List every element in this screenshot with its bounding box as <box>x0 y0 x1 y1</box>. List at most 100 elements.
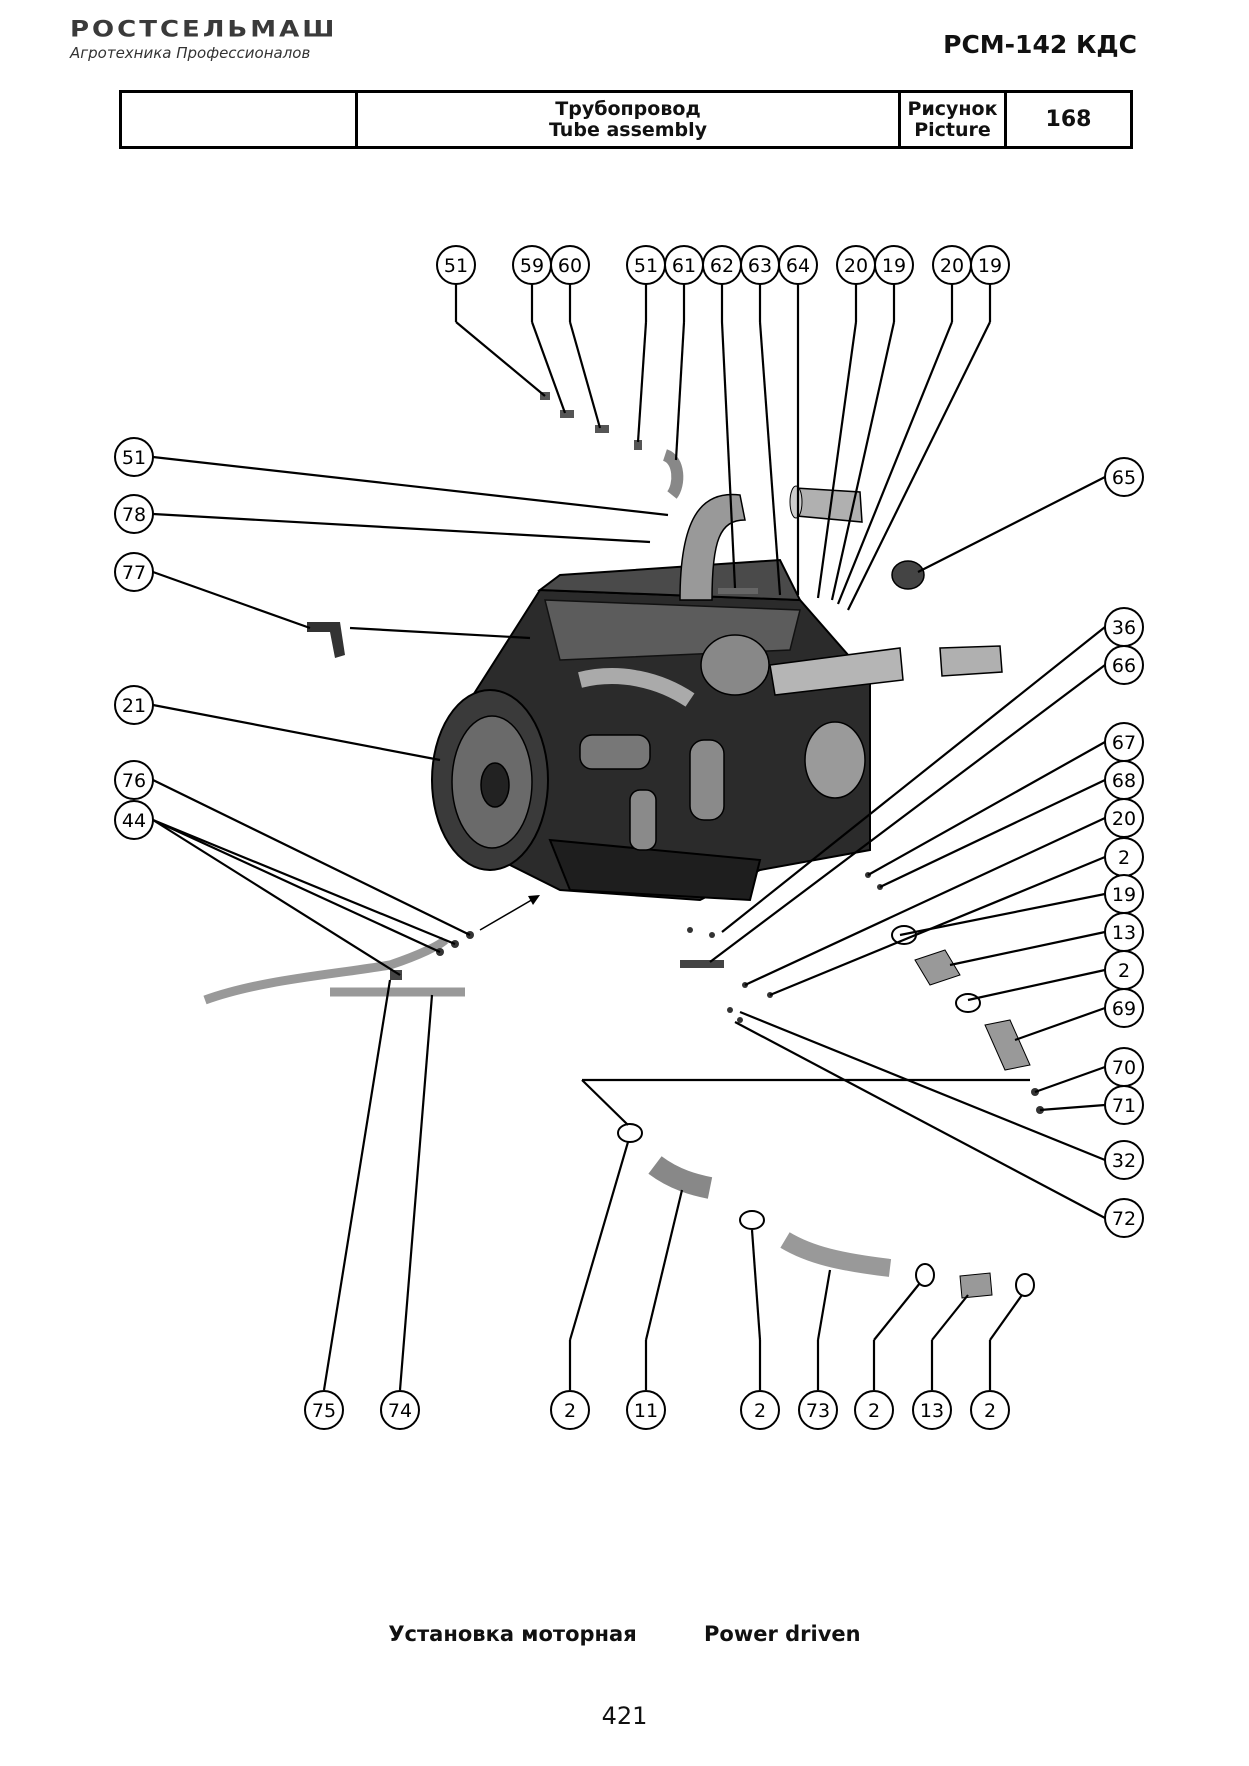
callout-right-10: 69 <box>1104 988 1144 1028</box>
callout-top-9: 19 <box>874 245 914 285</box>
picture-number: 168 <box>1045 107 1092 132</box>
callout-number: 19 <box>882 255 906 277</box>
callout-bubble <box>854 1390 894 1430</box>
callout-bubble <box>778 245 818 285</box>
callout-number: 68 <box>1112 770 1136 792</box>
engine-illustration <box>431 493 904 902</box>
callout-right-4: 68 <box>1104 760 1144 800</box>
callout-number: 2 <box>1118 847 1130 869</box>
callout-bottom-8: 2 <box>970 1390 1010 1430</box>
callout-number: 51 <box>444 255 468 277</box>
callout-number: 32 <box>1112 1150 1136 1172</box>
callout-number: 69 <box>1112 998 1136 1020</box>
section-en: Power driven <box>704 1622 861 1646</box>
title-block: Трубопровод Tube assembly Рисунок Pictur… <box>119 90 1133 149</box>
callout-number: 2 <box>754 1400 766 1422</box>
callout-number: 2 <box>984 1400 996 1422</box>
callout-right-2: 66 <box>1104 645 1144 685</box>
callout-top-2: 60 <box>550 245 590 285</box>
callout-bubble <box>1104 1140 1144 1180</box>
callout-number: 78 <box>122 504 146 526</box>
callout-bubble <box>1104 1198 1144 1238</box>
picture-label-cell: Рисунок Picture <box>901 93 1007 146</box>
callout-bubble <box>380 1390 420 1430</box>
callout-bottom-3: 11 <box>626 1390 666 1430</box>
direction-arrow <box>479 895 540 931</box>
title-en: Tube assembly <box>548 118 708 141</box>
callout-right-14: 72 <box>1104 1198 1144 1238</box>
callout-left-2: 77 <box>114 552 154 592</box>
callout-left-4: 76 <box>114 760 154 800</box>
callout-bottom-7: 13 <box>912 1390 952 1430</box>
callout-number: 13 <box>1112 922 1136 944</box>
callout-bubble <box>436 245 476 285</box>
callout-number: 44 <box>122 810 146 832</box>
callout-bubble <box>912 1390 952 1430</box>
callout-number: 51 <box>122 447 146 469</box>
callout-top-3: 51 <box>626 245 666 285</box>
callout-top-6: 63 <box>740 245 780 285</box>
callout-right-3: 67 <box>1104 722 1144 762</box>
callout-number: 2 <box>564 1400 576 1422</box>
callout-right-9: 2 <box>1104 950 1144 990</box>
callout-bubble <box>550 1390 590 1430</box>
callout-left-0: 51 <box>114 437 154 477</box>
callouts-bottom: 75 74 2 11 2 73 2 13 2 <box>304 1390 1010 1430</box>
callout-bottom-1: 74 <box>380 1390 420 1430</box>
callout-number: 76 <box>122 770 146 792</box>
callout-bubble <box>970 245 1010 285</box>
callout-number: 13 <box>920 1400 944 1422</box>
callout-bubble <box>1104 988 1144 1028</box>
callout-number: 74 <box>388 1400 412 1422</box>
callout-top-7: 64 <box>778 245 818 285</box>
callout-bubble <box>550 245 590 285</box>
callouts-left: 51 78 77 21 76 44 <box>114 437 154 840</box>
title-blank-cell <box>122 93 358 146</box>
callout-right-11: 70 <box>1104 1047 1144 1087</box>
callout-right-5: 20 <box>1104 798 1144 838</box>
callout-number: 67 <box>1112 732 1136 754</box>
callout-left-3: 21 <box>114 685 154 725</box>
callout-bubble <box>114 494 154 534</box>
callout-left-5: 44 <box>114 800 154 840</box>
callout-bubble <box>1104 645 1144 685</box>
callout-number: 75 <box>312 1400 336 1422</box>
callout-number: 66 <box>1112 655 1136 677</box>
callout-number: 73 <box>806 1400 830 1422</box>
callout-top-1: 59 <box>512 245 552 285</box>
callout-number: 36 <box>1112 617 1136 639</box>
title-ru: Трубопровод <box>555 97 701 120</box>
callout-bottom-4: 2 <box>740 1390 780 1430</box>
page-number: 421 <box>601 1702 648 1730</box>
callout-number: 21 <box>122 695 146 717</box>
callout-number: 61 <box>672 255 696 277</box>
picture-label-ru: Рисунок <box>907 97 998 120</box>
callout-number: 11 <box>634 1400 658 1422</box>
loose-parts <box>203 392 1044 1299</box>
callout-bottom-6: 2 <box>854 1390 894 1430</box>
callout-top-10: 20 <box>932 245 972 285</box>
callout-number: 65 <box>1112 467 1136 489</box>
callout-number: 63 <box>748 255 772 277</box>
callouts-right: 65 36 66 67 68 20 2 19 13 2 69 70 71 32 72 <box>1104 457 1144 1238</box>
callout-number: 2 <box>868 1400 880 1422</box>
leader-lines <box>152 284 1106 1391</box>
callout-top-4: 61 <box>664 245 704 285</box>
callout-number: 70 <box>1112 1057 1136 1079</box>
callout-right-8: 13 <box>1104 912 1144 952</box>
callout-number: 71 <box>1112 1095 1136 1117</box>
callout-bubble <box>874 245 914 285</box>
callout-number: 62 <box>710 255 734 277</box>
callout-top-0: 51 <box>436 245 476 285</box>
callout-number: 20 <box>1112 808 1136 830</box>
callout-bubble <box>114 760 154 800</box>
callout-number: 19 <box>1112 884 1136 906</box>
callout-right-0: 65 <box>1104 457 1144 497</box>
callout-number: 2 <box>1118 960 1130 982</box>
callout-bubble <box>114 800 154 840</box>
callout-bubble <box>1104 457 1144 497</box>
callout-number: 19 <box>978 255 1002 277</box>
callout-number: 59 <box>520 255 544 277</box>
callout-bubble <box>626 1390 666 1430</box>
